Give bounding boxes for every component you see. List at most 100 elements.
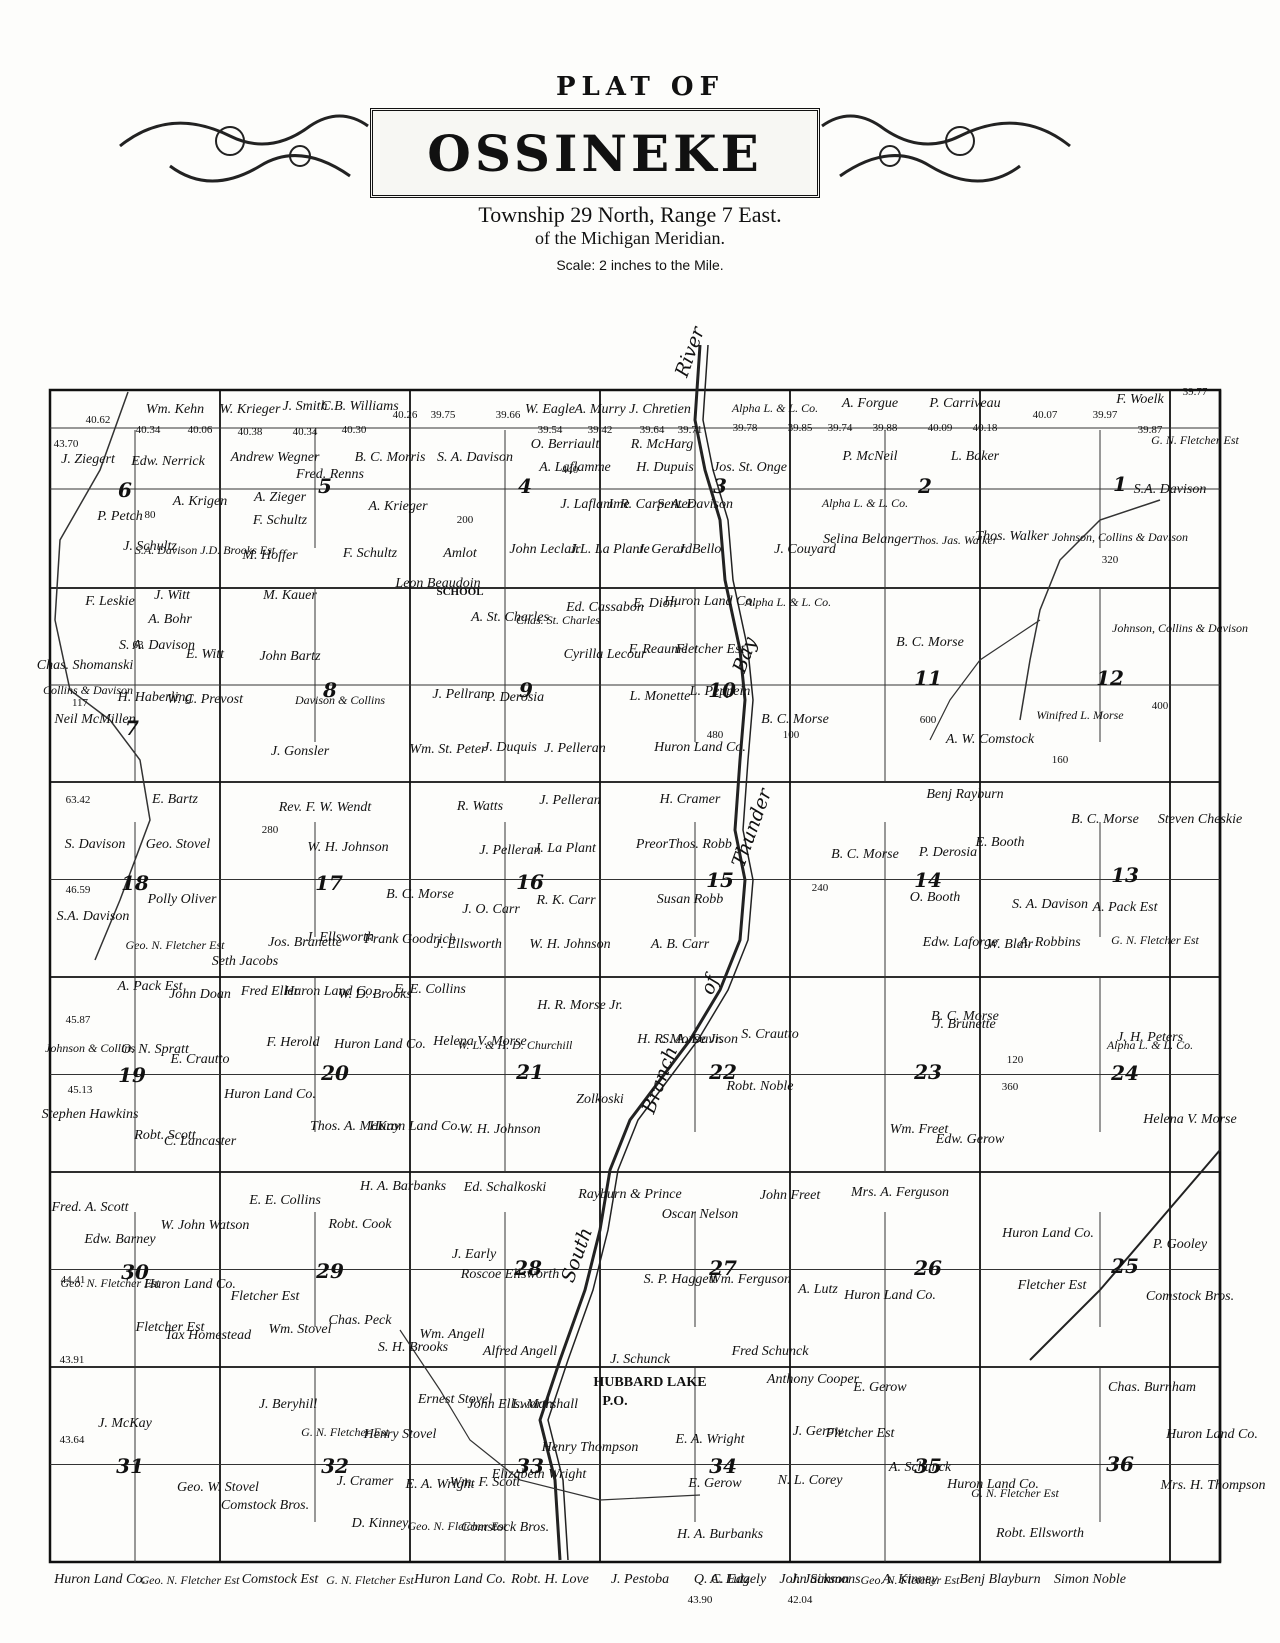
acreage-value: 39.64 — [639, 424, 665, 436]
acreage-value: 160 — [1051, 754, 1069, 766]
owner-name: Steven Cheskie — [1157, 812, 1243, 827]
owner-name: J. Pelleran — [479, 843, 541, 858]
owner-name: Alpha L. & L. Co. — [744, 595, 832, 609]
owner-name: Wm. F. Scott — [449, 1475, 521, 1490]
owner-name: F. Woelk — [1116, 392, 1164, 407]
owner-name: John Leclair — [509, 542, 581, 557]
owner-name: Ed. Cassabon — [566, 600, 644, 615]
owner-name: H. Dupuis — [636, 460, 694, 475]
acreage-value: 40.26 — [392, 409, 418, 421]
owner-name: Edw. Barney — [84, 1232, 156, 1247]
owner-name: B. C. Morse — [1071, 812, 1139, 827]
section-number: 28 — [514, 1256, 542, 1280]
owner-name: J. Ziegert — [61, 452, 115, 467]
owner-name: Thos. Robb — [668, 837, 732, 852]
acreage-value: 45.13 — [67, 1084, 93, 1096]
owner-name: J.L. La Plante — [570, 542, 650, 557]
owner-name: E. Gerow — [688, 1476, 742, 1491]
owner-name: Helena V. Morse — [433, 1034, 527, 1049]
acreage-value: 40.62 — [85, 414, 111, 426]
owner-name: E. E. Collins — [249, 1193, 321, 1208]
owner-name: O. Berriault — [530, 437, 600, 452]
owner-name: A. W. Comstock — [945, 732, 1035, 747]
owner-name: Comstock Est — [241, 1572, 319, 1587]
owner-name: H. A. Barbanks — [359, 1179, 447, 1194]
owner-name: Ed. Schalkoski — [463, 1180, 547, 1195]
owner-name: Zolkoski — [576, 1092, 624, 1107]
acreage-value: 100 — [782, 729, 800, 741]
owner-name: S.A. Davison — [56, 909, 130, 924]
owner-name: Henry Thompson — [541, 1440, 639, 1455]
owner-name: Polly Oliver — [147, 892, 217, 907]
owner-name: Wm. Freet — [889, 1122, 949, 1137]
owner-name: J. McKay — [98, 1416, 152, 1431]
owner-name: B. C. Morse — [761, 712, 829, 727]
acreage-value: 39.54 — [537, 424, 563, 436]
thunder-bay-river-bank — [547, 344, 754, 1561]
acreage-value: 400 — [1151, 700, 1169, 712]
owner-name: A. Lutz — [710, 1572, 750, 1587]
owner-name: F. Herold — [266, 1035, 320, 1050]
owner-name: C. Lancaster — [163, 1134, 237, 1149]
west-creek — [54, 391, 151, 961]
owner-name: Roscoe Ellsworth — [460, 1267, 560, 1282]
owner-name: Frank Goodrich — [364, 932, 456, 947]
section-number: 17 — [315, 871, 343, 895]
owner-name: Chas. Shomanski — [36, 658, 134, 673]
owner-name: W. L. & H. D. Churchill — [457, 1038, 573, 1052]
owner-name: A. Murry — [574, 402, 626, 417]
owner-name: Mrs. A. Ferguson — [851, 1185, 949, 1200]
owner-name: G. N. Fletcher Est — [1111, 933, 1199, 947]
acreage-value: 320 — [1101, 554, 1119, 566]
acreage-value: 39.97 — [1092, 409, 1118, 421]
plat-of-heading: PLAT OF — [555, 72, 725, 102]
owner-name: Huron Land Co. — [144, 1277, 236, 1292]
owner-name: A. B. Carr — [650, 937, 710, 952]
owner-name: Chas. Burnham — [1108, 1380, 1196, 1395]
east-creek — [1019, 499, 1161, 721]
owner-name: J. O. Carr — [462, 902, 520, 917]
owner-name: J. Couyard — [774, 542, 836, 557]
owner-name: W. Krieger — [219, 402, 281, 417]
owner-name: B. C. Morse — [831, 847, 899, 862]
owner-name: Mrs. H. Thompson — [1160, 1478, 1266, 1493]
section-number: 27 — [709, 1256, 737, 1280]
owner-name: Anthony Cooper — [766, 1372, 860, 1387]
section-number: 24 — [1111, 1061, 1139, 1085]
owner-name: M. Hoffer — [242, 548, 298, 563]
owner-name: Wm. Stovel — [268, 1322, 332, 1337]
owner-name: E. A. Wright — [675, 1432, 745, 1447]
right-ornament-icon — [821, 114, 1071, 183]
owner-name: Wm. Ferguson — [709, 1272, 791, 1287]
owner-name: S.A. Davison — [1133, 482, 1207, 497]
owner-name: Geo. N. Fletcher Est — [60, 1276, 160, 1290]
owner-name: J. Jackson — [790, 1572, 850, 1587]
acreage-value: 440 — [561, 464, 579, 476]
section-number: 12 — [1096, 666, 1124, 690]
owner-name: S. H. Brooks — [377, 1340, 449, 1355]
owner-name: R. K. Carr — [536, 893, 596, 908]
owner-name: Fletcher Est — [1017, 1278, 1087, 1293]
owner-name: D. Kinney — [351, 1516, 409, 1531]
acreage-value: 40.38 — [237, 426, 263, 438]
acreage-value: 45.87 — [65, 1014, 91, 1026]
owner-name: A. St. Charles — [471, 610, 549, 625]
owner-name: Edw. Gerow — [935, 1132, 1005, 1147]
lot-lines — [50, 427, 1220, 1562]
owner-name: B. C. Morse — [386, 887, 454, 902]
acreage-value: 39.77 — [1182, 386, 1208, 398]
owner-name: L. Monette — [629, 689, 691, 704]
section-number: 2 — [918, 474, 932, 498]
acreage-value: 43.91 — [59, 1354, 85, 1366]
owner-name: A. Robbins — [1019, 935, 1081, 950]
owner-name: Fletcher Est — [675, 642, 745, 657]
acreage-value: 43.70 — [53, 438, 79, 450]
owner-name: G. N. Fletcher Est — [301, 1425, 389, 1439]
owner-name: R. Watts — [456, 799, 504, 814]
owner-name: A. Schunck — [888, 1460, 952, 1475]
acreage-value: 80 — [144, 509, 156, 521]
owner-name: A. Zieger — [253, 490, 307, 505]
acreage-value: 280 — [261, 824, 279, 836]
owner-name: J. Schunck — [610, 1352, 670, 1367]
